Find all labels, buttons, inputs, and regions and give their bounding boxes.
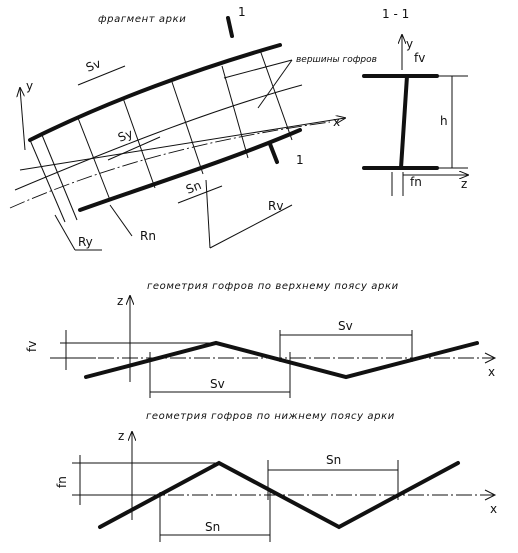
neutral-line: [14, 84, 303, 191]
section-fn-label: fn: [410, 175, 422, 189]
web-plate: [399, 74, 409, 170]
lower-chord: [78, 128, 302, 212]
web-line-6: [221, 65, 249, 159]
section-z-label: z: [461, 177, 467, 191]
lower-corrugation-geometry: геометрия гофров по нижнему поясу арки z…: [55, 411, 497, 542]
arch-sv-label: Sv: [84, 56, 103, 74]
cut-mark-top: [226, 16, 234, 38]
dim-rv-leader: [205, 179, 211, 249]
dim-sy: [107, 136, 161, 161]
web-line-3: [77, 117, 111, 201]
upper-sv-bottom-label: Sv: [210, 377, 225, 391]
arch-y-label: y: [26, 79, 33, 93]
upper-corrugation-geometry: геометрия гофров по верхнему поясу арки …: [25, 281, 497, 398]
cut-label-bottom: 1: [296, 153, 304, 167]
arch-ry-label: Ry: [78, 235, 93, 249]
upper-x-label: x: [488, 365, 495, 379]
web-line-2: [41, 134, 78, 221]
corrugation-peaks-label: вершины гофров: [296, 55, 377, 65]
upper-fv-label: fv: [25, 341, 39, 352]
cut-label-top: 1: [238, 5, 246, 19]
arch-x-axis: [19, 118, 345, 171]
lower-fn-label: fn: [55, 476, 69, 488]
lower-x-arrow: [484, 489, 497, 501]
arch-x-label: x: [333, 115, 340, 129]
upper-z-label: z: [117, 294, 123, 308]
arch-sn-label: Sn: [184, 178, 203, 197]
lower-title: геометрия гофров по нижнему поясу арки: [146, 411, 395, 422]
lower-z-label: z: [118, 429, 124, 443]
web-line-1: [29, 139, 66, 223]
peaks-leader-1: [223, 59, 293, 79]
upper-title: геометрия гофров по верхнему поясу арки: [147, 281, 399, 292]
section-title: 1 - 1: [382, 7, 409, 21]
lower-sn-top-label: Sn: [326, 453, 341, 467]
web-line-5: [171, 81, 204, 175]
upper-x-arrow: [484, 352, 497, 364]
arch-axis: [9, 121, 331, 209]
peaks-leader-2: [257, 59, 293, 109]
web-line-4: [122, 97, 156, 189]
lower-x-label: x: [490, 502, 497, 516]
upper-chord: [28, 43, 282, 142]
arch-rn-label: Rn: [140, 229, 156, 243]
section-fv-label: fv: [414, 51, 425, 65]
section-y-label: y: [406, 37, 413, 51]
arch-fragment: фрагмент арки x y Sv Sy Sn Rv Ry Rn 1 1: [9, 5, 377, 251]
dim-sv: [77, 65, 126, 86]
arch-sy-label: Sy: [116, 126, 135, 144]
dim-ry-leader: [54, 214, 76, 251]
dim-rn-leader: [109, 204, 133, 237]
dim-rv: [209, 204, 293, 249]
section-h-label: h: [440, 114, 448, 128]
section-1-1: 1 - 1 y fv h fn z: [362, 7, 468, 196]
lower-sn-bottom-label: Sn: [205, 520, 220, 534]
cut-mark-bottom: [268, 142, 279, 164]
arch-fragment-title: фрагмент арки: [98, 14, 186, 25]
web-line-7: [259, 49, 293, 141]
arch-y-axis: [20, 88, 26, 151]
upper-sv-top-label: Sv: [338, 319, 353, 333]
dim-sn: [177, 185, 223, 204]
upper-corrugation-line: [84, 340, 479, 380]
arch-rv-label: Rv: [268, 199, 283, 213]
